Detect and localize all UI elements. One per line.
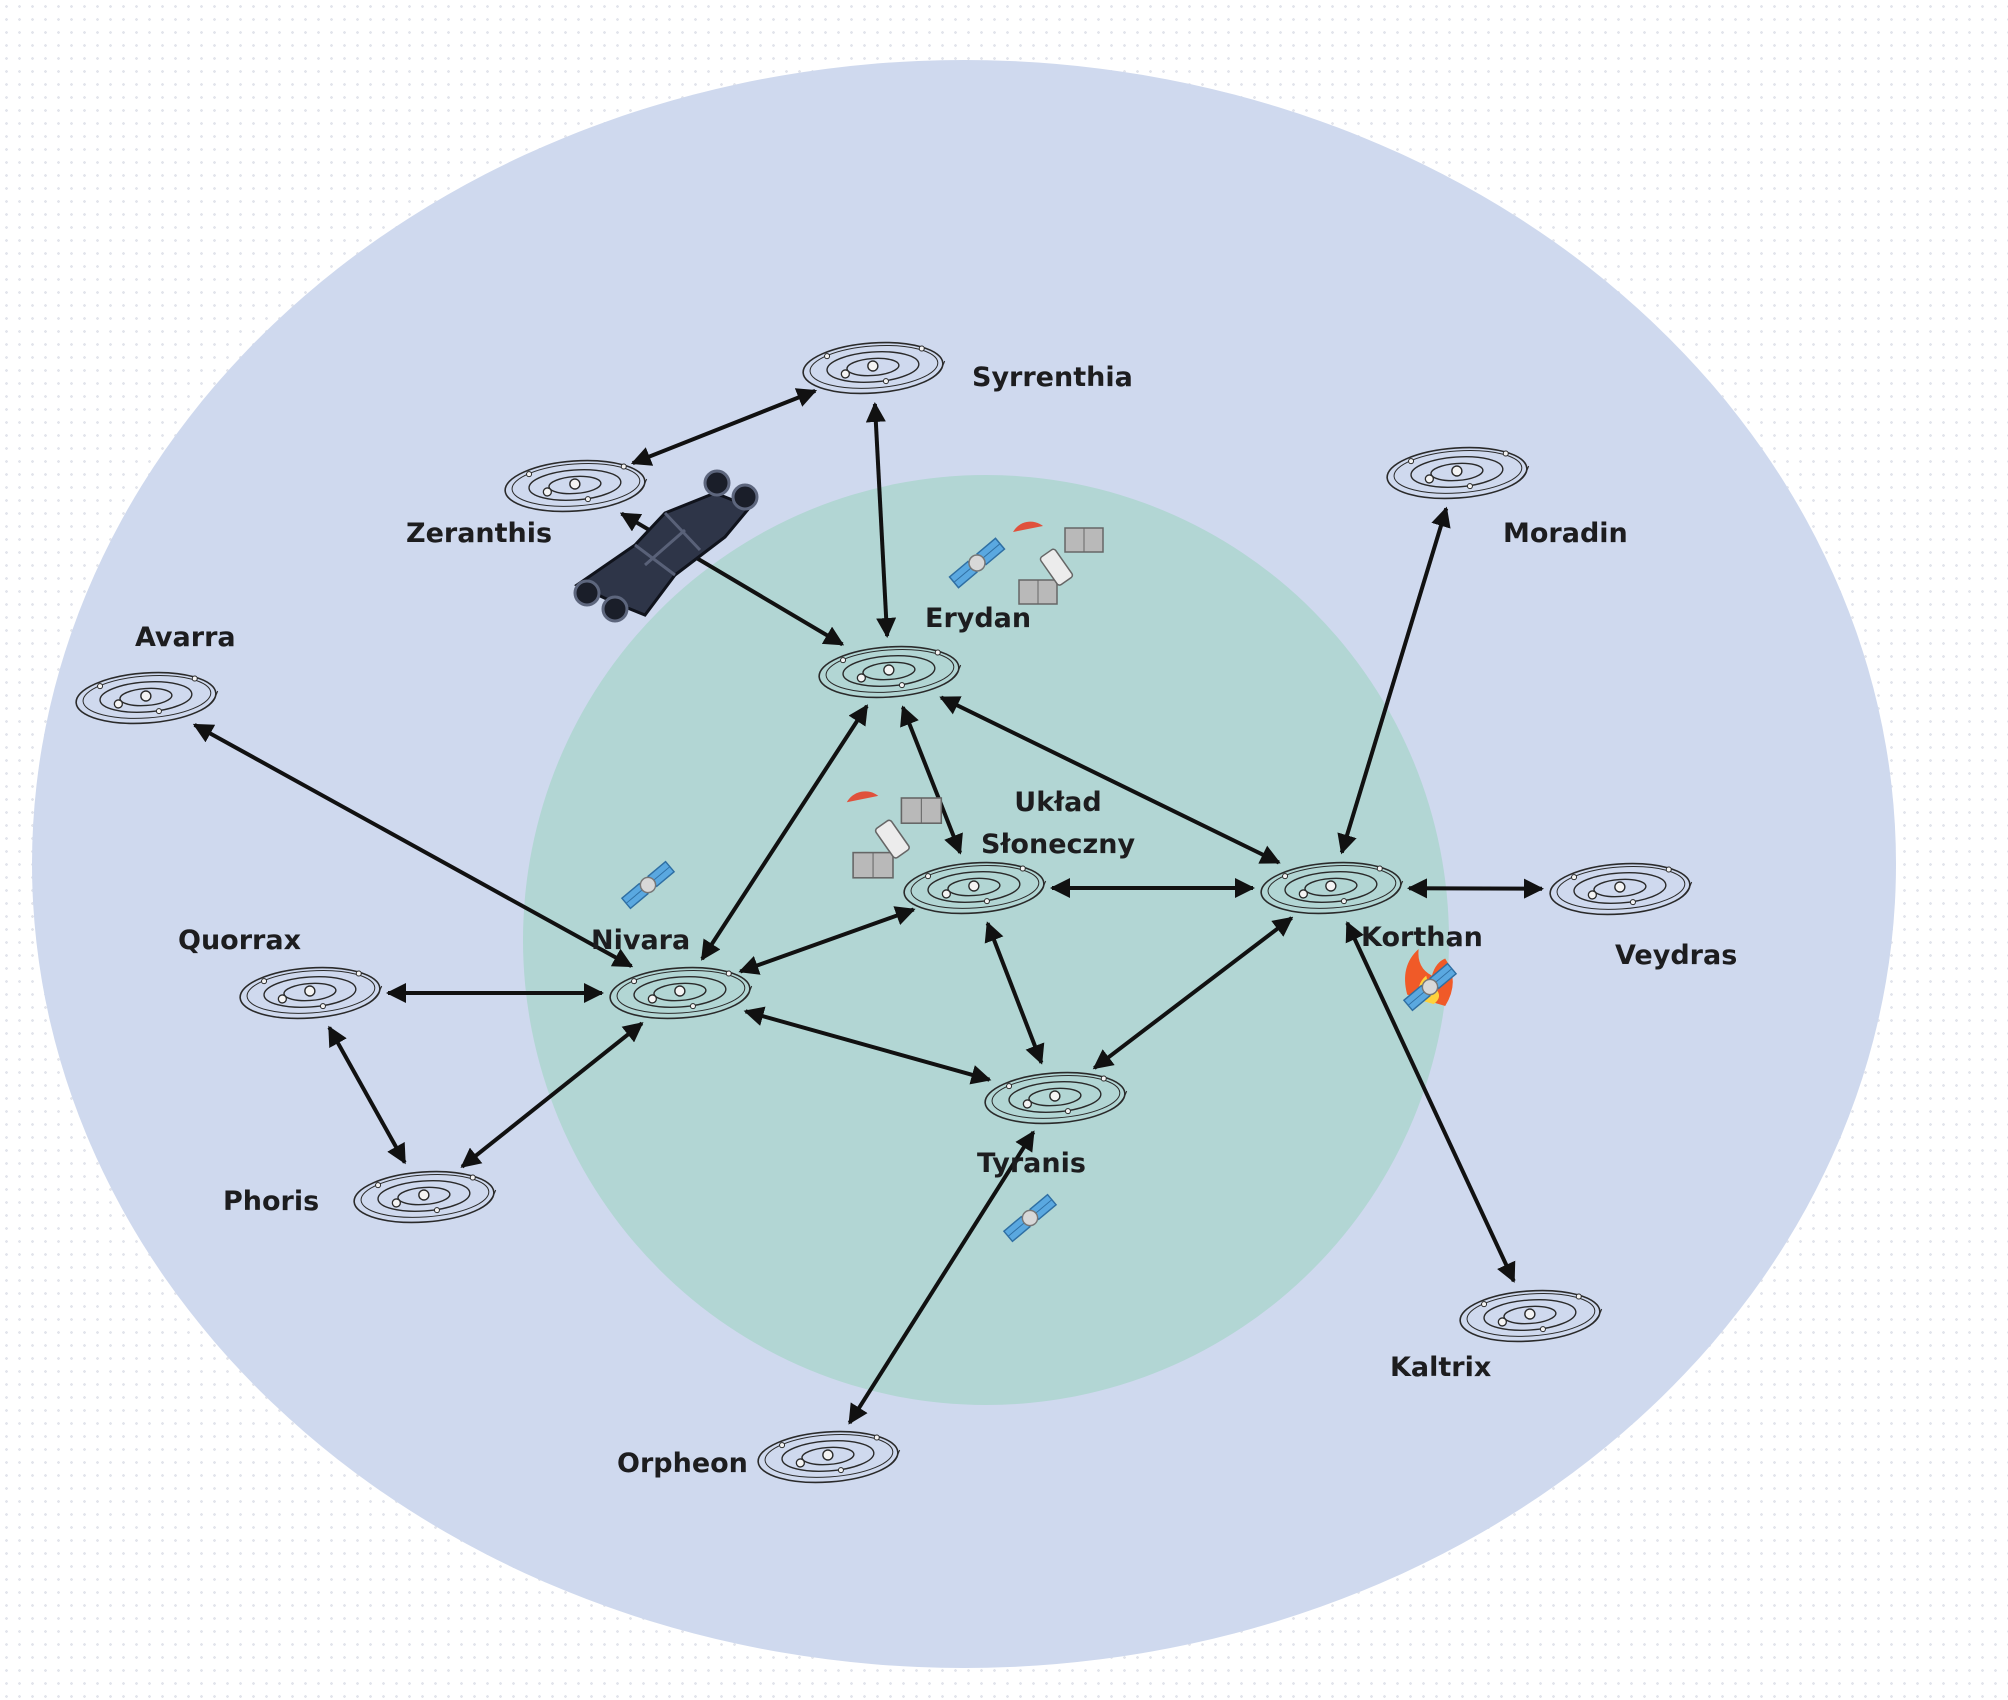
link-erydan-korthan — [939, 695, 1281, 865]
link-nivara-tyranis — [743, 1006, 992, 1085]
label-veydras: Veydras — [1615, 940, 1738, 971]
link-korthan-moradin — [1337, 506, 1451, 855]
label-uklad-sloneczny: Układ Słoneczny — [980, 787, 1136, 860]
link-phoris-nivara — [460, 1021, 644, 1169]
link-erydan-nivara — [700, 704, 869, 961]
link-zeranthis-syrrenthia — [630, 388, 818, 466]
label-moradin: Moradin — [1503, 518, 1628, 549]
label-orpheon: Orpheon — [617, 1448, 748, 1479]
label-zeranthis: Zeranthis — [406, 518, 553, 549]
label-syrrenthia: Syrrenthia — [972, 362, 1133, 393]
label-quorrax: Quorrax — [178, 925, 301, 956]
link-nivara-uklad — [738, 906, 916, 975]
label-tyranis: Tyranis — [977, 1148, 1086, 1179]
link-syrrenthia-erydan — [865, 401, 897, 639]
label-korthan: Korthan — [1361, 922, 1483, 953]
link-quorrax-phoris — [327, 1025, 407, 1165]
burning-satellite-icon — [1402, 949, 1458, 1012]
connections — [192, 388, 1545, 1425]
label-phoris: Phoris — [223, 1186, 320, 1217]
markers — [573, 469, 1458, 1243]
label-erydan: Erydan — [925, 603, 1032, 634]
label-kaltrix: Kaltrix — [1390, 1352, 1492, 1383]
link-avarra-nivara — [192, 723, 634, 968]
spaceship-icon — [573, 469, 759, 623]
link-uklad-tyranis — [984, 921, 1045, 1065]
link-korthan-kaltrix — [1345, 921, 1516, 1283]
link-tyranis-orpheon — [847, 1130, 1036, 1425]
label-nivara: Nivara — [591, 925, 691, 956]
label-avarra: Avarra — [135, 622, 236, 653]
link-korthan-tyranis — [1092, 916, 1294, 1070]
